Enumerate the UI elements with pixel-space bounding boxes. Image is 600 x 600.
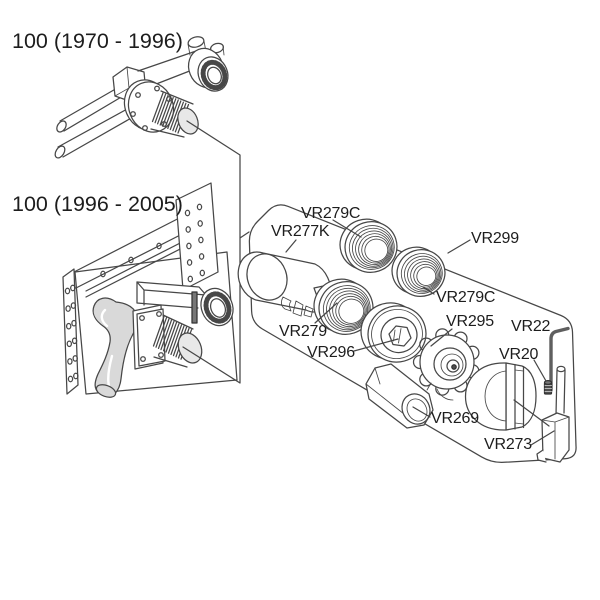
rail-holes [100, 242, 162, 278]
assembly-1996-heading: 100 (1996 - 2005) [12, 192, 183, 216]
right-plate-holes [184, 203, 206, 283]
ring-vr279-drawing [313, 278, 374, 335]
left-plate-holes [64, 284, 79, 383]
ring-vr279c-right-drawing [391, 246, 446, 297]
part-label-vr279c-right: VR279C [436, 289, 496, 306]
valve-1970-drawing [54, 36, 229, 159]
part-label-vr269: VR269 [431, 410, 479, 427]
part-label-vr277k: VR277K [271, 223, 330, 240]
grub-screw-vr20-drawing [543, 379, 553, 395]
part-label-vr22: VR22 [511, 318, 551, 335]
part-label-vr20: VR20 [499, 346, 539, 363]
tool-vr273-drawing [536, 365, 570, 463]
ring-vr279c-top-drawing [339, 218, 398, 273]
leader-lines [285, 219, 555, 446]
valve-1996-drawing [62, 182, 238, 398]
part-label-vr295: VR295 [446, 313, 494, 330]
handle-dome-drawing [464, 362, 537, 431]
assembly-1970-heading: 100 (1970 - 1996) [12, 29, 183, 53]
part-label-vr279c-top: VR279C [301, 205, 361, 222]
part-label-vr296: VR296 [307, 344, 355, 361]
part-label-vr273: VR273 [484, 436, 532, 453]
square-screws [139, 311, 164, 362]
part-label-vr299: VR299 [471, 230, 519, 247]
parts-box-outline [248, 204, 577, 463]
allen-key-vr22-drawing [549, 326, 570, 392]
part-label-vr279: VR279 [279, 323, 327, 340]
